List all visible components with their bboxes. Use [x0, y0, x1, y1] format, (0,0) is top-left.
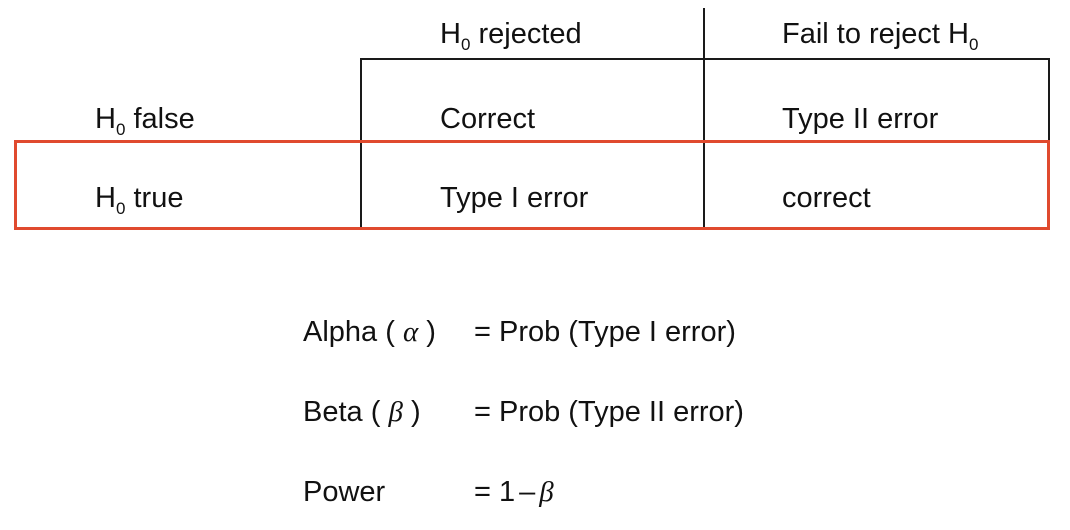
- cell-correct: Correct: [440, 103, 536, 135]
- beta-symbol: β: [388, 396, 403, 428]
- alpha-symbol: α: [402, 316, 419, 348]
- cell-type-i-error: Type I error: [440, 182, 589, 214]
- highlight-row-h0-true: [14, 140, 1050, 230]
- power-definition-rhs: = 1–β: [474, 476, 554, 508]
- cell-correct-lower: correct: [782, 182, 871, 214]
- alpha-definition-rhs: = Prob (Type I error): [474, 316, 736, 348]
- header-fail-to-reject-h0: Fail to reject H0: [782, 18, 979, 54]
- beta-definition-label: Beta ( β ): [303, 396, 421, 428]
- table-top-border: [360, 58, 1050, 60]
- cell-type-ii-error: Type II error: [782, 103, 939, 135]
- beta-definition-rhs: = Prob (Type II error): [474, 396, 744, 428]
- header-h0-rejected: H0 rejected: [440, 18, 582, 54]
- vertical-border-left: [360, 58, 362, 228]
- row-label-h0-false: H0 false: [95, 103, 195, 139]
- beta-symbol-power: β: [539, 476, 554, 508]
- power-definition-label: Power: [303, 476, 386, 508]
- vertical-divider-middle: [703, 8, 705, 228]
- row-label-h0-true: H0 true: [95, 182, 184, 218]
- alpha-definition-label: Alpha ( α ): [303, 316, 436, 348]
